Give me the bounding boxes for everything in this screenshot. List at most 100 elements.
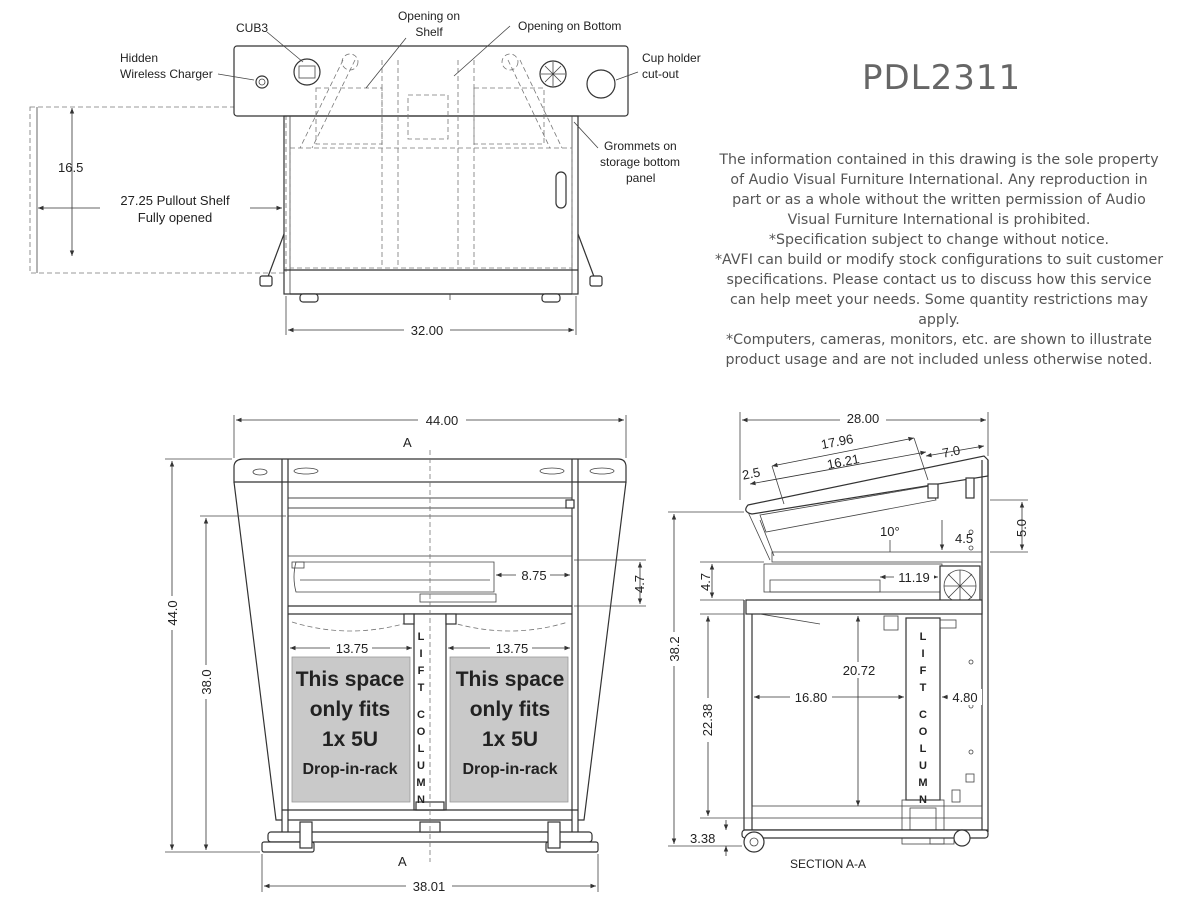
dim-right-space: 13.75 — [496, 641, 529, 656]
cub3-grommet — [293, 58, 321, 86]
note-property: The information contained in this drawin… — [719, 152, 1159, 228]
dim-4-5: 4.5 — [955, 531, 973, 546]
dim-pullout-2: Fully opened — [138, 210, 212, 225]
callout-cup-1: Cup holder — [642, 51, 701, 65]
dim-depth: 16.5 — [58, 160, 83, 175]
svg-text:L: L — [418, 631, 425, 643]
dim-side: 4.80 — [952, 690, 977, 705]
callout-bottom: Opening on Bottom — [518, 19, 621, 33]
svg-text:N: N — [919, 794, 927, 806]
svg-text:L: L — [920, 631, 927, 643]
dim-left-space: 13.75 — [336, 641, 369, 656]
svg-text:I: I — [419, 648, 422, 660]
dim-4-7: 4.7 — [698, 573, 713, 591]
drawer-handle — [555, 171, 567, 209]
svg-text:O: O — [919, 726, 928, 738]
dim-inner-height: 20.72 — [843, 663, 876, 678]
rack-space-left — [291, 656, 411, 803]
section-shelf — [745, 599, 983, 615]
rack-space-right-text: This space only fits 1x 5U Drop-in-rack — [456, 668, 565, 778]
caster-front — [743, 831, 765, 853]
cup-holder — [586, 69, 616, 99]
dim-total-height: 38.2 — [667, 636, 682, 661]
section-slanted-top — [745, 455, 989, 515]
callout-grom-2: storage bottom — [600, 155, 680, 169]
cabinet-body — [283, 115, 579, 295]
svg-text:1x 5U: 1x 5U — [322, 728, 378, 751]
dim-11-19: 11.19 — [898, 570, 930, 585]
lift-column-text: L I F T C O L U M N — [416, 631, 425, 806]
top-view: CUB3 Hidden Wireless Charger Opening on … — [29, 9, 701, 338]
svg-text:I: I — [921, 648, 924, 660]
callout-cup-2: cut-out — [642, 67, 679, 81]
section-mark-top: A — [403, 435, 412, 450]
svg-text:N: N — [417, 794, 425, 806]
svg-text:Drop-in-rack: Drop-in-rack — [462, 761, 557, 778]
callout-shelf-2: Shelf — [415, 25, 443, 39]
section-view: L I F T C O L U M N 28.00 17.96 16.21 2.… — [664, 410, 1029, 871]
svg-text:U: U — [417, 760, 425, 772]
dim-section-depth: 28.00 — [847, 411, 880, 426]
notes-block: The information contained in this drawin… — [714, 150, 1164, 370]
model-title: PDL2311 — [862, 58, 1022, 98]
note-usage: *Computers, cameras, monitors, etc. are … — [725, 332, 1153, 368]
wireless-charger — [255, 75, 269, 89]
section-label: SECTION A-A — [790, 857, 866, 871]
dim-5-0: 5.0 — [1014, 519, 1029, 537]
dim-lower-height: 22.38 — [700, 704, 715, 737]
dim-inner-height: 38.0 — [199, 669, 214, 694]
section-lift-text: L I F T C O L U M N — [918, 631, 927, 806]
dim-shelf-height: 4.7 — [632, 575, 647, 593]
rack-space-left-text: This space only fits 1x 5U Drop-in-rack — [296, 668, 405, 778]
dim-angle: 10° — [880, 524, 900, 539]
svg-text:1x 5U: 1x 5U — [482, 728, 538, 751]
dim-top-span: 16.21 — [826, 451, 861, 472]
front-view: A A This space only fits 1x 5U Drop-in-r… — [162, 411, 647, 894]
dim-lip: 2.5 — [741, 464, 762, 482]
dim-shelf-depth: 8.75 — [521, 568, 546, 583]
dim-height: 44.0 — [165, 600, 180, 625]
svg-text:M: M — [416, 777, 425, 789]
svg-text:This space: This space — [456, 668, 565, 691]
callout-charger-2: Wireless Charger — [120, 67, 213, 81]
svg-text:U: U — [919, 760, 927, 772]
dim-base-height: 3.38 — [690, 831, 715, 846]
svg-text:C: C — [919, 709, 927, 721]
caster-back — [953, 829, 971, 847]
dim-top-run: 17.96 — [820, 431, 855, 452]
note-custom: *AVFI can build or modify stock configur… — [714, 252, 1164, 328]
left-side-panel — [233, 481, 282, 821]
svg-text:T: T — [920, 682, 927, 694]
pullout-shelf-outline — [29, 106, 287, 274]
section-lift-column — [905, 617, 941, 801]
right-side-panel — [578, 481, 627, 821]
callout-shelf-1: Opening on — [398, 9, 460, 23]
svg-text:F: F — [418, 665, 425, 677]
svg-text:O: O — [417, 726, 426, 738]
pullout-keyboard-shelf — [293, 561, 495, 593]
svg-text:L: L — [920, 743, 927, 755]
svg-text:F: F — [920, 665, 927, 677]
note-spec: *Specification subject to change without… — [768, 232, 1110, 248]
callout-grom-3: panel — [626, 171, 655, 185]
callout-grom-1: Grommets on — [604, 139, 677, 153]
svg-text:C: C — [417, 709, 425, 721]
top-surface — [233, 45, 629, 117]
svg-text:M: M — [918, 777, 927, 789]
svg-text:T: T — [418, 682, 425, 694]
svg-text:Drop-in-rack: Drop-in-rack — [302, 761, 397, 778]
svg-text:This space: This space — [296, 668, 405, 691]
dim-depth-inner: 16.80 — [795, 690, 828, 705]
svg-text:L: L — [418, 743, 425, 755]
callout-cub3: CUB3 — [236, 21, 268, 35]
svg-text:only fits: only fits — [310, 698, 391, 721]
callout-charger-1: Hidden — [120, 51, 158, 65]
dim-top-width: 44.00 — [426, 413, 459, 428]
dim-base-width: 38.01 — [413, 879, 446, 894]
dim-front-lip: 7.0 — [941, 442, 962, 460]
rack-space-right — [449, 656, 569, 803]
section-mark-bottom: A — [398, 854, 407, 869]
svg-text:only fits: only fits — [470, 698, 551, 721]
dim-width: 32.00 — [411, 323, 444, 338]
